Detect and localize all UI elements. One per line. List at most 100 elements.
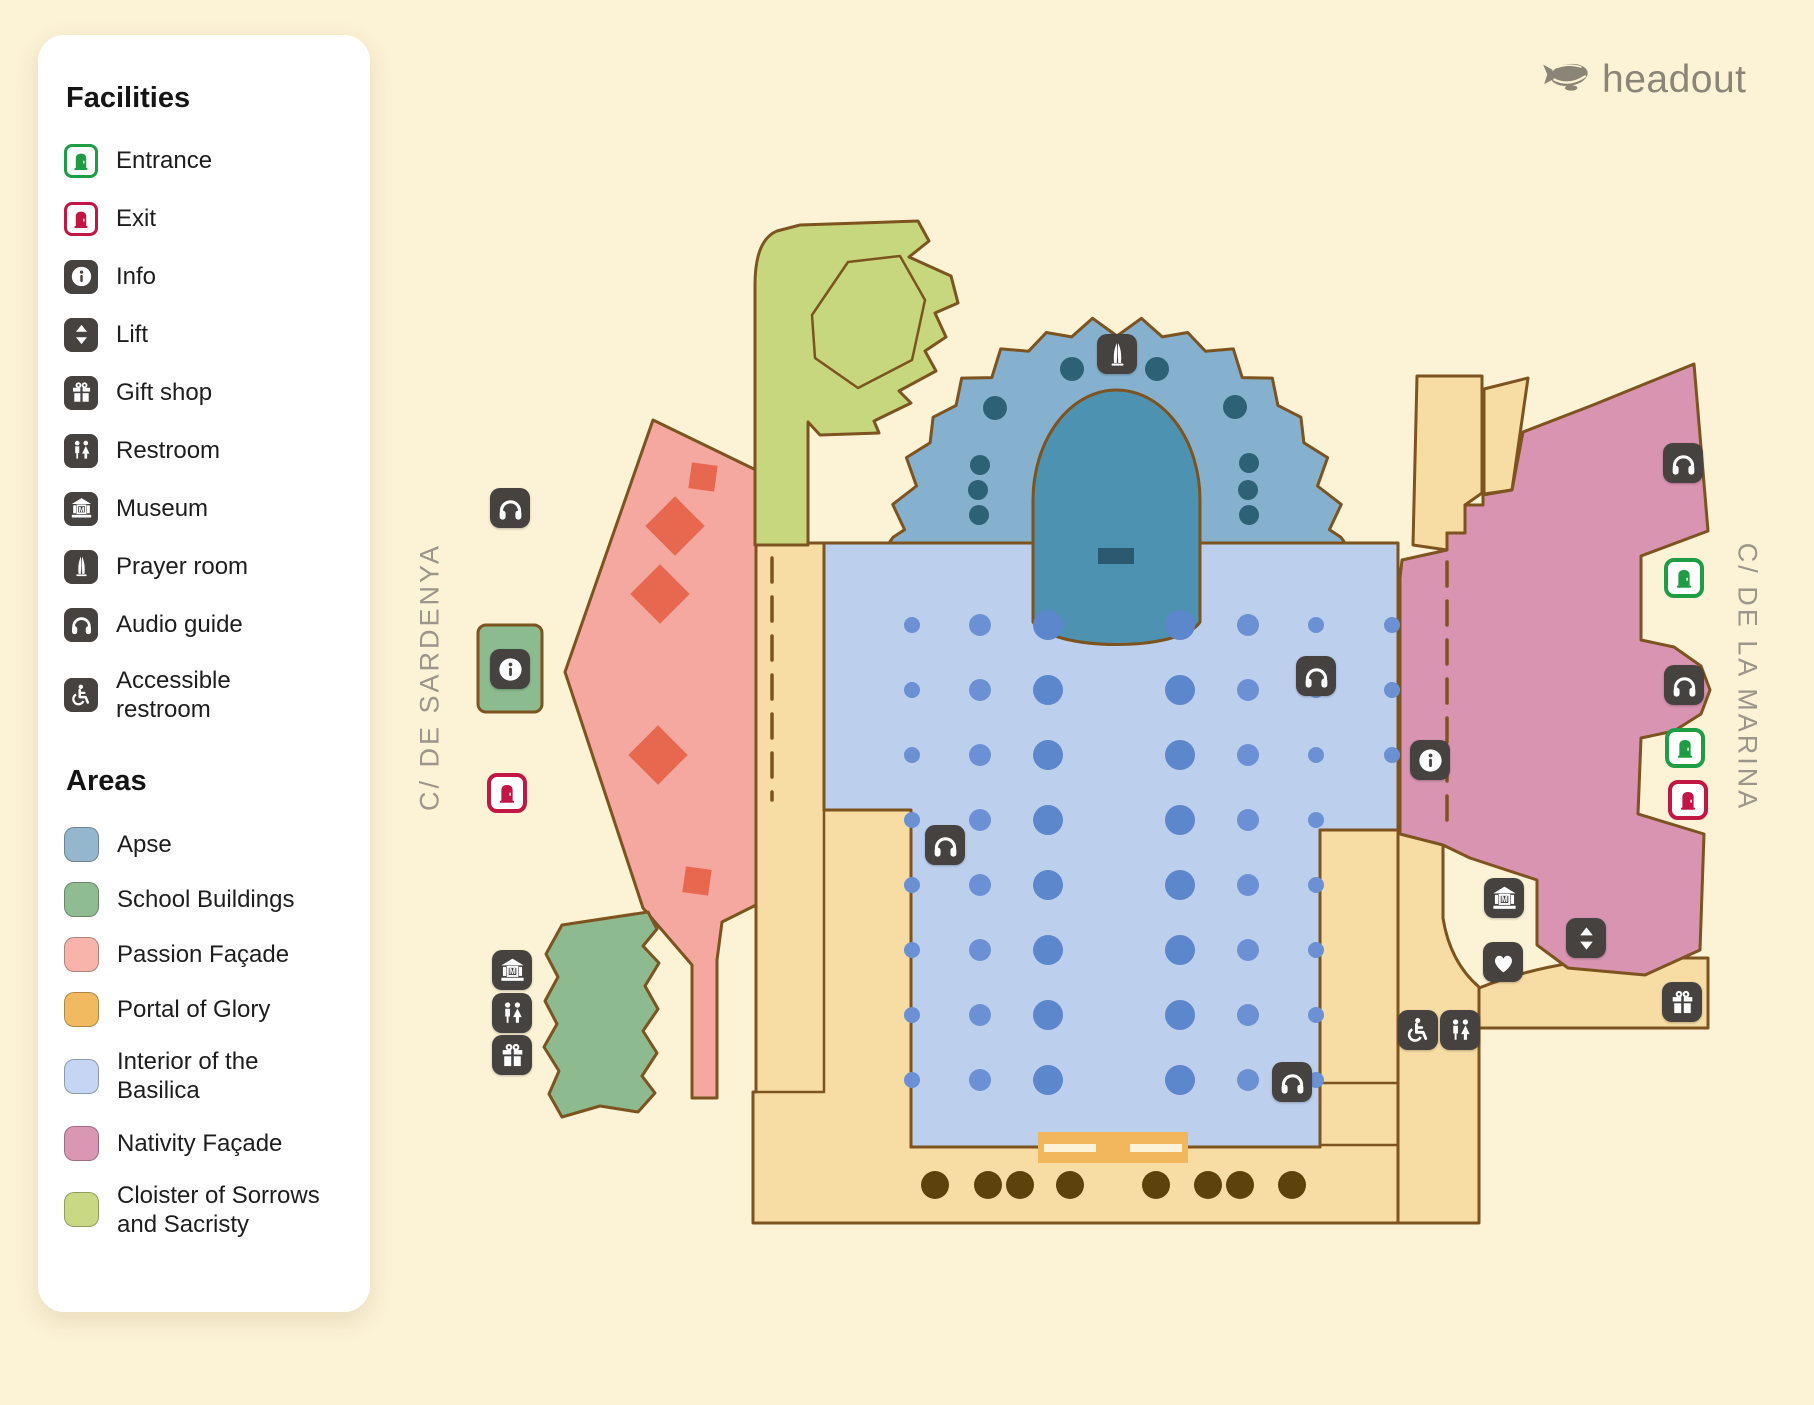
legend-facility-restroom: Restroom [64, 433, 344, 468]
restroom-icon [1440, 1010, 1480, 1050]
info-icon [64, 259, 98, 294]
column-dot [969, 744, 991, 766]
column-dot [969, 939, 991, 961]
column-dot [904, 877, 920, 893]
column-dot [1194, 1171, 1222, 1199]
legend-facility-label: Restroom [116, 437, 221, 465]
column-dot [969, 809, 991, 831]
audio-icon [925, 825, 965, 865]
prayer-icon [1097, 334, 1137, 374]
exit-icon [64, 201, 98, 236]
gift-icon [1662, 982, 1702, 1022]
column-dot [1237, 744, 1259, 766]
museum-icon: M [64, 491, 98, 526]
legend-facility-label: Audio guide [116, 611, 243, 639]
column-dot [1308, 942, 1324, 958]
walkway-inner-lines [751, 808, 1400, 1147]
entrance-icon [1664, 558, 1704, 598]
column-dot [969, 1069, 991, 1091]
legend-facility-label: Lift [116, 321, 149, 349]
interior-swatch [64, 1058, 99, 1094]
cloister-swatch [64, 1192, 99, 1228]
legend-area-portal: Portal of Glory [64, 992, 344, 1028]
facade-sculpture-diamond [682, 866, 712, 896]
blimp-icon [1540, 54, 1594, 105]
column-dot [1033, 740, 1063, 770]
legend-facility-label: Accessible restroom [116, 666, 231, 724]
column-dot [1308, 747, 1324, 763]
column-dot [1145, 357, 1169, 381]
column-dot [1384, 682, 1400, 698]
portal-swatch [64, 992, 99, 1028]
column-dot [1060, 357, 1084, 381]
legend-area-school: School Buildings [64, 882, 344, 918]
column-dot [1033, 1065, 1063, 1095]
column-dot [904, 747, 920, 763]
column-dot [970, 455, 990, 475]
entrance-icon [64, 143, 98, 178]
lift-icon [64, 317, 98, 352]
legend-area-cloister: Cloister of Sorrows and Sacristy [64, 1181, 344, 1240]
legend-area-nativity: Nativity Façade [64, 1125, 344, 1161]
heart-icon [1483, 942, 1523, 982]
legend-area-interior: Interior of the Basilica [64, 1047, 344, 1106]
legend-facility-exit: Exit [64, 201, 344, 236]
gift-icon [64, 375, 98, 410]
column-dot [1165, 870, 1195, 900]
column-dot [1033, 675, 1063, 705]
areas-title: Areas [66, 765, 147, 798]
column-dot [1223, 395, 1247, 419]
nativity-swatch [64, 1125, 99, 1161]
facade-sculpture-diamond [645, 496, 705, 556]
facilities-title: Facilities [66, 82, 191, 114]
legend-facility-label: Entrance [116, 147, 213, 175]
column-dot [1033, 1000, 1063, 1030]
passion-swatch [64, 937, 99, 973]
legend-facility-label: Prayer room [116, 553, 249, 581]
museum-icon: M [492, 950, 532, 990]
column-dot [1237, 874, 1259, 896]
column-dot [1384, 747, 1400, 763]
legend-facility-accessible: Accessible restroom [64, 666, 344, 725]
column-dot [1308, 617, 1324, 633]
column-dot [1239, 505, 1259, 525]
column-dot [1308, 1007, 1324, 1023]
apse-altar [1098, 548, 1134, 564]
info-icon [490, 649, 530, 689]
legend-facility-label: Museum [116, 495, 209, 523]
legend-area-label: Interior of the Basilica [117, 1048, 259, 1105]
column-dot [1056, 1171, 1084, 1199]
portal-columns-dots [921, 1171, 1306, 1199]
column-dot [1237, 1069, 1259, 1091]
column-dot [1165, 675, 1195, 705]
legend-facility-label: Exit [116, 205, 157, 233]
audio-icon [1663, 443, 1703, 483]
column-dot [1165, 805, 1195, 835]
legend-facility-gift: Gift shop [64, 375, 344, 410]
prayer-icon [64, 549, 98, 584]
legend-facility-label: Info [116, 263, 157, 291]
accessible-icon [1398, 1010, 1438, 1050]
column-dot [1165, 740, 1195, 770]
column-dot [1033, 935, 1063, 965]
column-dot [974, 1171, 1002, 1199]
column-dot [1165, 935, 1195, 965]
legend-area-label: Nativity Façade [117, 1129, 283, 1157]
column-dot [1308, 812, 1324, 828]
sacristy-outline [810, 254, 927, 390]
legend-facility-audio: Audio guide [64, 607, 344, 642]
column-dot [1165, 1000, 1195, 1030]
legend-facility-label: Gift shop [116, 379, 213, 407]
column-dot [1142, 1171, 1170, 1199]
column-dot [969, 679, 991, 701]
column-dot [904, 1007, 920, 1023]
interior-columns-dots [904, 610, 1400, 1095]
svg-text:M: M [1501, 895, 1508, 904]
legend-facility-info: Info [64, 259, 344, 294]
restroom-icon [64, 433, 98, 468]
column-dot [904, 617, 920, 633]
street-label-sardenya: C/ DE SARDENYA [414, 542, 445, 812]
